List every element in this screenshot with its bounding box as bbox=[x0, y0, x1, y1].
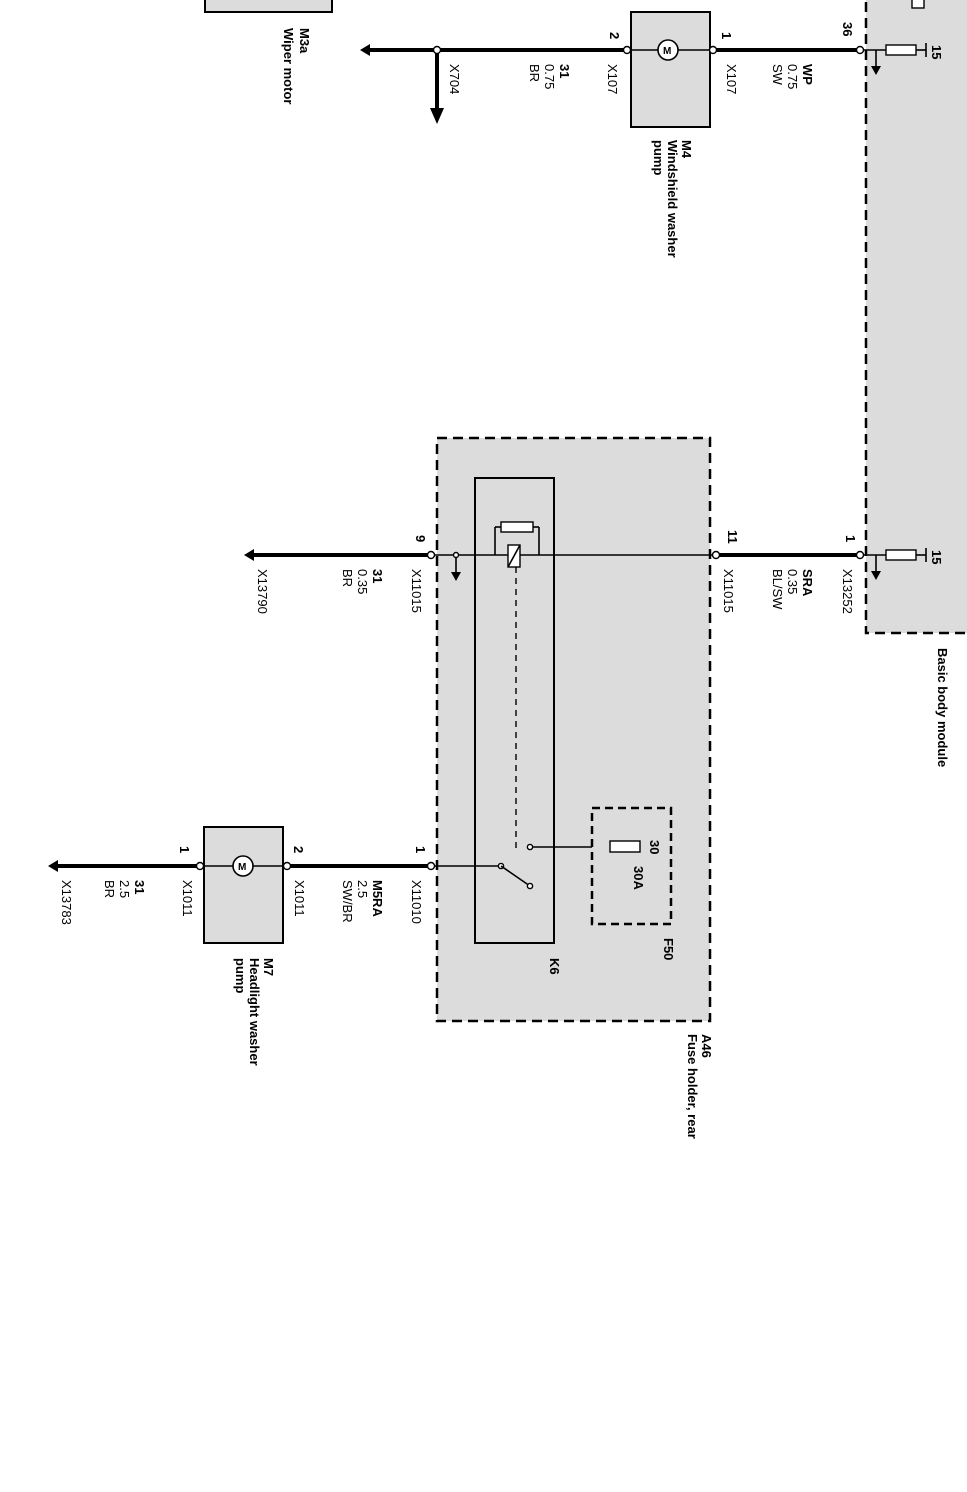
svg-text:M: M bbox=[238, 862, 246, 873]
wire-signal: SRA bbox=[800, 569, 815, 597]
pin-label: 9 bbox=[413, 535, 428, 542]
pin-label: 11 bbox=[725, 530, 740, 544]
a46-name: Fuse holder, rear bbox=[685, 1034, 700, 1139]
pin-label: 2 bbox=[291, 846, 306, 853]
pin-label: 1 bbox=[719, 32, 734, 39]
connector-label: X1011 bbox=[180, 880, 195, 917]
splice-point bbox=[432, 45, 442, 55]
wiper-motor: M3a Wiper motor bbox=[204, 0, 333, 104]
wire-color: BR bbox=[340, 569, 355, 587]
m3a-id: M3a bbox=[297, 28, 312, 54]
arrow-down-icon bbox=[451, 572, 461, 581]
wire-gauge: 2.5 bbox=[355, 880, 370, 898]
headlight-washer-pump-box bbox=[203, 826, 284, 944]
switch-contact bbox=[526, 843, 534, 851]
terminal-15-a: 15 bbox=[862, 43, 944, 75]
resistor-icon bbox=[885, 549, 917, 561]
pin-bbm-36 bbox=[855, 45, 865, 55]
wire-color: SW/BR bbox=[340, 880, 355, 923]
module-corner-mark bbox=[911, 0, 925, 9]
relay-control-circuit: 9 11 1 X13252 SRA 0.35 BL/SW X11015 X110… bbox=[244, 530, 865, 614]
fuse-f50-box bbox=[590, 806, 673, 926]
connector-label: X107 bbox=[724, 64, 739, 94]
wire-signal: 31 bbox=[557, 64, 572, 78]
pin-a46-1 bbox=[426, 861, 436, 871]
f50-rating: 30A bbox=[631, 866, 646, 890]
wire-gauge: 0.75 bbox=[785, 64, 800, 89]
windshield-washer-pump-box bbox=[630, 11, 711, 128]
ground-arrow-icon bbox=[48, 860, 58, 872]
connector-label: X11010 bbox=[409, 880, 424, 924]
pin-label: 2 bbox=[607, 32, 622, 39]
k6-id: K6 bbox=[547, 958, 562, 975]
wire-color: BR bbox=[527, 64, 542, 82]
wire-gauge: 0.75 bbox=[542, 64, 557, 89]
f50-terminal: 30 bbox=[647, 840, 662, 854]
connector-label: X13252 bbox=[840, 569, 855, 614]
a46-id: A46 bbox=[699, 1034, 714, 1058]
m7-id: M7 bbox=[261, 958, 276, 976]
pin-m7-2 bbox=[282, 861, 292, 871]
m4-name-2: pump bbox=[651, 140, 666, 175]
ground-label: X13790 bbox=[255, 569, 270, 614]
ground-arrow-icon bbox=[360, 44, 370, 56]
ground-label: X13783 bbox=[59, 880, 74, 925]
x704-label: X704 bbox=[447, 64, 462, 94]
ground-arrow-icon bbox=[244, 549, 254, 561]
wire-signal: 31 bbox=[370, 569, 385, 583]
connector-label: X11015 bbox=[409, 569, 424, 613]
wire-signal: M5RA bbox=[370, 880, 385, 917]
diode-resistor-icon bbox=[500, 521, 534, 533]
wiper-motor-box bbox=[204, 0, 333, 13]
connector-label: X107 bbox=[605, 64, 620, 94]
fuse-holder-rear: K6 30 30A F50 A46 Fuse holder, rear bbox=[432, 436, 717, 1139]
pin-bbm-1 bbox=[855, 550, 865, 560]
pin-label: 1 bbox=[413, 846, 428, 853]
connector-label: X1011 bbox=[292, 880, 307, 917]
wire-gauge: 0.35 bbox=[785, 569, 800, 594]
pin-m4-1 bbox=[708, 45, 718, 55]
wire-signal: WP bbox=[800, 64, 815, 85]
pin-label: 1 bbox=[843, 535, 858, 542]
headlight-washer-circuit: M 1 2 1 X11010 M5RA 2.5 SW/BR X1011 X101… bbox=[48, 826, 436, 1066]
switch-contact bbox=[526, 882, 534, 890]
arrow-down-icon bbox=[871, 66, 881, 75]
arrow-down-icon bbox=[871, 571, 881, 580]
term15-label: 15 bbox=[929, 550, 944, 564]
switch-blade bbox=[500, 865, 531, 887]
basic-body-module-box bbox=[864, 0, 967, 635]
pin-a46-11 bbox=[711, 550, 721, 560]
pin-m4-2 bbox=[622, 45, 632, 55]
pin-label: 1 bbox=[177, 846, 192, 853]
basic-body-module-label: Basic body module bbox=[935, 648, 950, 767]
windshield-washer-circuit: X704 M 2 1 36 WP 0.75 SW X107 X107 31 0.… bbox=[360, 11, 865, 258]
basic-body-module: 15 15 Basic body module bbox=[862, 0, 967, 767]
wire-gauge: 2.5 bbox=[117, 880, 132, 898]
arrow-down-icon bbox=[430, 108, 444, 124]
svg-text:M: M bbox=[663, 46, 671, 57]
wire-color: SW bbox=[770, 64, 785, 86]
term15-label: 15 bbox=[929, 45, 944, 59]
wire-color: BR bbox=[102, 880, 117, 898]
terminal-15-b: 15 bbox=[862, 548, 944, 580]
m7-name-1: Headlight washer bbox=[247, 958, 262, 1066]
pin-label: 36 bbox=[840, 22, 855, 36]
pin-m7-1 bbox=[195, 861, 205, 871]
m7-name-2: pump bbox=[233, 958, 248, 993]
wire-signal: 31 bbox=[132, 880, 147, 894]
connector-label: X11015 bbox=[721, 569, 736, 613]
m4-id: M4 bbox=[679, 140, 694, 159]
wire-gauge: 0.35 bbox=[355, 569, 370, 594]
pin-a46-9 bbox=[426, 550, 436, 560]
m4-name-1: Windshield washer bbox=[665, 140, 680, 258]
wire-color: BL/SW bbox=[770, 569, 785, 610]
fuse-icon bbox=[609, 840, 641, 853]
resistor-icon bbox=[885, 44, 917, 56]
f50-id: F50 bbox=[661, 938, 676, 960]
m3a-name: Wiper motor bbox=[281, 28, 296, 104]
